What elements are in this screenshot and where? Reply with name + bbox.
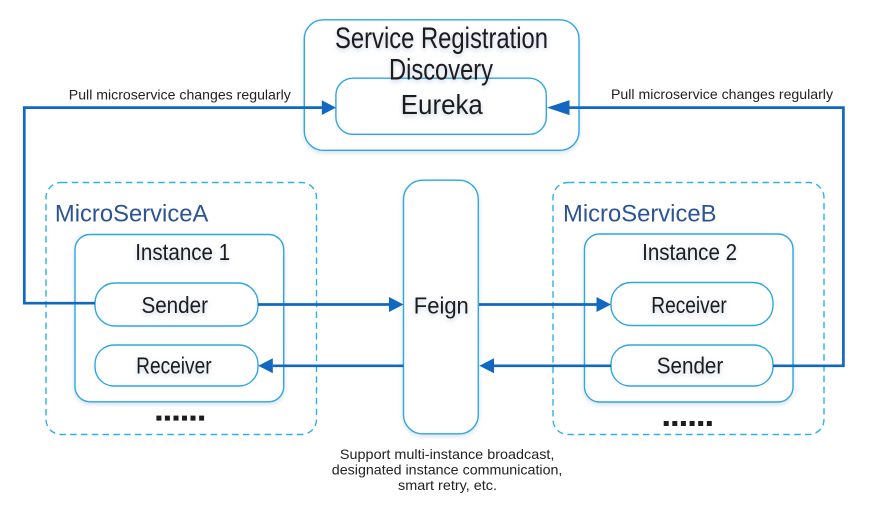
svg-text:Instance 1: Instance 1 <box>135 239 230 265</box>
svg-text:Eureka: Eureka <box>401 89 483 120</box>
svg-text:Sender: Sender <box>657 353 724 379</box>
svg-text:Feign: Feign <box>414 293 469 319</box>
svg-text:Pull microservice changes regu: Pull microservice changes regularly <box>611 86 833 102</box>
svg-text:Instance 2: Instance 2 <box>642 239 737 265</box>
svg-text:MicroServiceB: MicroServiceB <box>563 200 717 227</box>
svg-text:Support multi-instance broadca: Support multi-instance broadcast, <box>340 446 555 462</box>
svg-text:Discovery: Discovery <box>389 54 493 87</box>
svg-text:Receiver: Receiver <box>651 292 727 318</box>
svg-text:Sender: Sender <box>141 292 208 318</box>
svg-text:MicroServiceA: MicroServiceA <box>55 200 209 227</box>
svg-text:smart retry, etc.: smart retry, etc. <box>398 477 497 493</box>
svg-text:Pull microservice changes regu: Pull microservice changes regularly <box>69 87 291 103</box>
svg-text:Receiver: Receiver <box>136 353 212 379</box>
svg-text:Service Registration: Service Registration <box>335 22 548 55</box>
svg-text:designated instance communicat: designated instance communication, <box>332 462 563 478</box>
